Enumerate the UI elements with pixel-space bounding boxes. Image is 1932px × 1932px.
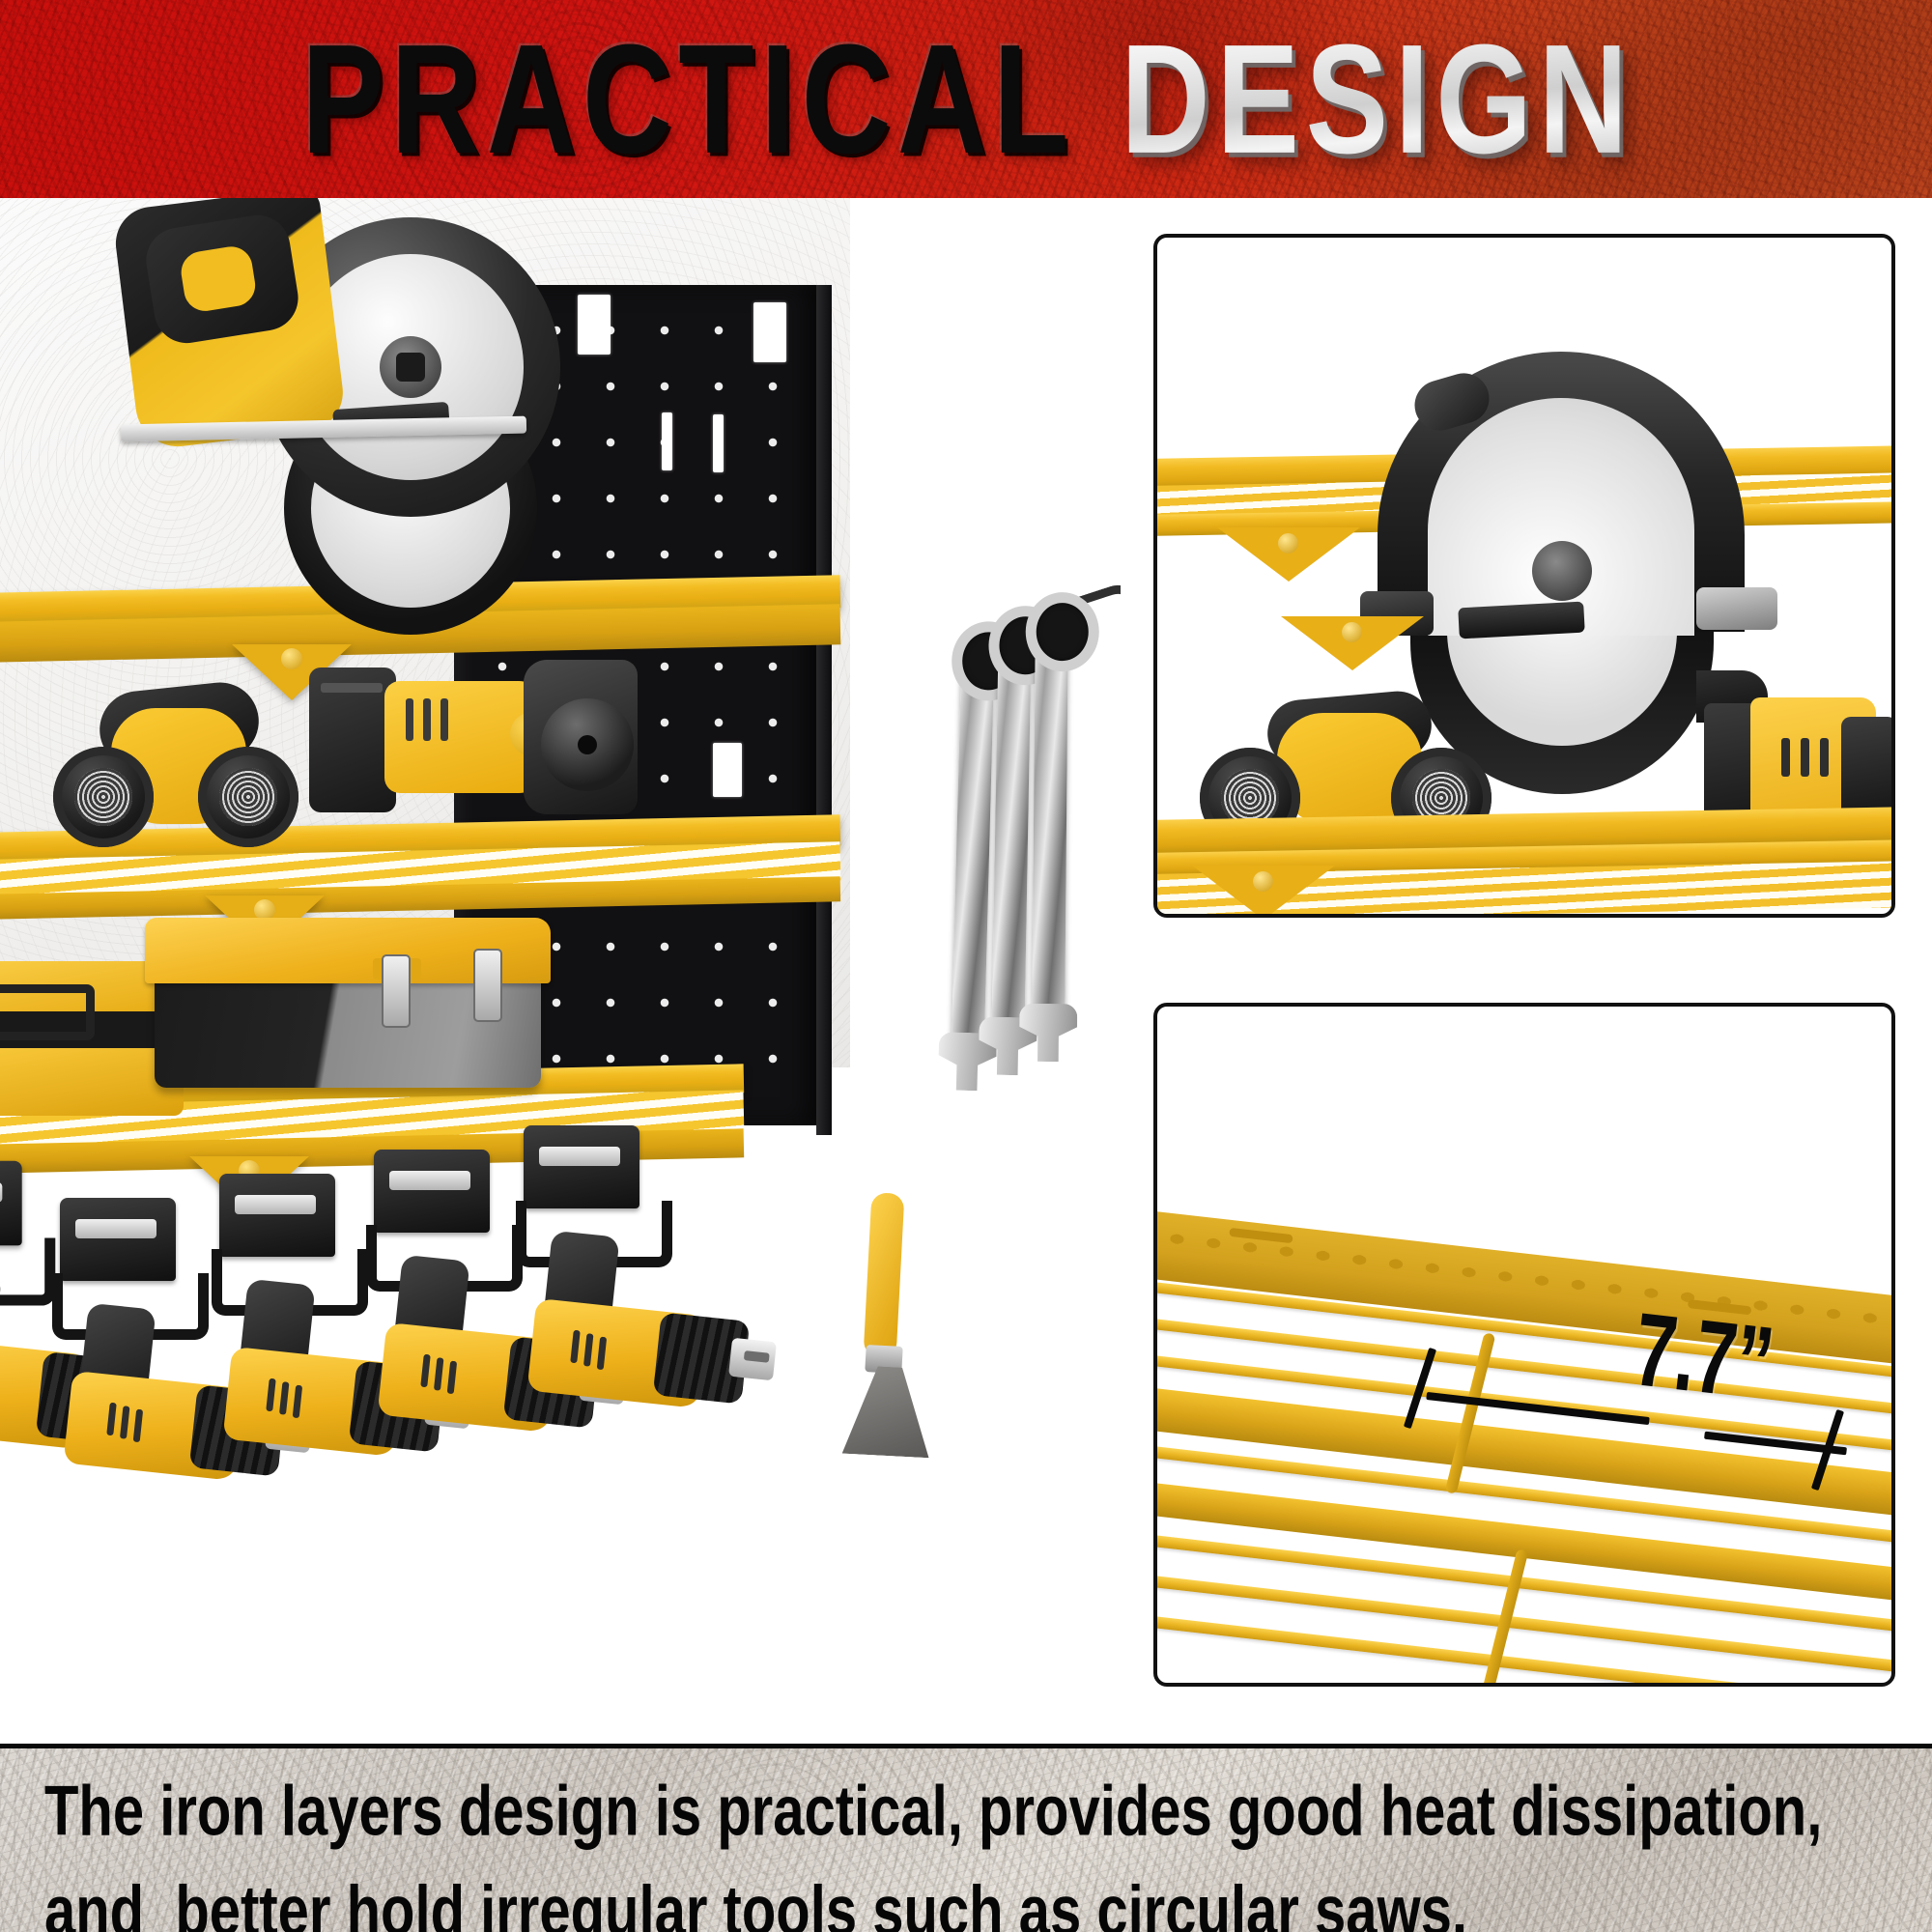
toolbox-latch-right xyxy=(473,949,502,1022)
case-handle xyxy=(0,984,95,1040)
circular-saw xyxy=(111,198,580,671)
tool-box xyxy=(145,918,551,1092)
cordless-drill xyxy=(0,1160,162,1487)
grinder-vents xyxy=(406,698,413,741)
scraper-blade xyxy=(842,1365,934,1459)
wrench-box-end xyxy=(1025,591,1100,672)
banner-texture-overlay-2 xyxy=(0,0,1932,198)
mask-filter-left xyxy=(53,747,154,847)
caption-texture-overlay-2 xyxy=(0,1748,1932,1932)
saw-handle xyxy=(141,211,303,348)
cordless-drill xyxy=(48,1198,313,1517)
caption-texture-overlay xyxy=(0,1748,1932,1932)
title-word-practical: PRACTICAL xyxy=(301,12,1076,185)
pegboard-right-edge xyxy=(816,285,832,1135)
scraper-handle xyxy=(863,1192,905,1358)
drill-battery xyxy=(374,1150,490,1233)
respirator-mask xyxy=(53,678,304,865)
tool-head xyxy=(1841,717,1891,823)
cordless-drill xyxy=(208,1174,472,1492)
pegboard-slot-2 xyxy=(578,295,611,355)
title-word-design: DESIGN xyxy=(1120,12,1634,185)
toolbox-latch-left xyxy=(382,954,411,1028)
panel-bottom-stage: 7.7” xyxy=(1157,1007,1891,1683)
caption-line-2: and better hold irregular tools such as … xyxy=(44,1871,1467,1932)
panel-circular-saw xyxy=(1360,352,1777,794)
grinder-disc xyxy=(541,698,634,791)
dimension-label: 7.7” xyxy=(1628,1291,1779,1422)
saw-arbor-nut xyxy=(1532,541,1592,601)
panel-top-bracket-mid xyxy=(1281,616,1424,670)
banner-title: PRACTICAL DESIGN xyxy=(0,0,1932,198)
pegboard-slot-5 xyxy=(713,414,724,472)
banner-texture-overlay xyxy=(0,0,1932,198)
drill-bit-tip xyxy=(728,1337,777,1381)
pegboard-slot-3 xyxy=(753,302,786,362)
angle-grinder xyxy=(309,642,657,836)
header-banner: PRACTICAL DESIGN xyxy=(0,0,1932,198)
saw-arbor-nut xyxy=(380,336,441,398)
saw-depth-lever xyxy=(1458,601,1585,639)
caption-band: The iron layers design is practical, pro… xyxy=(0,1744,1932,1932)
drill-battery xyxy=(524,1125,639,1208)
panel-top-bracket-upper xyxy=(1217,527,1360,582)
drill-battery xyxy=(0,1160,22,1246)
combination-wrench-set xyxy=(956,579,1121,1145)
caption-line-1: The iron layers design is practical, pro… xyxy=(44,1772,1823,1851)
grinder-battery xyxy=(309,668,396,812)
combination-wrench xyxy=(991,605,1064,1047)
cordless-drill xyxy=(512,1125,777,1444)
shelf-back-rail xyxy=(1157,1208,1891,1372)
inset-panel-saw-detail xyxy=(1153,234,1895,918)
pegboard-slot-4 xyxy=(662,412,672,470)
pegboard-slot-8 xyxy=(713,743,742,797)
drill-hanger-hook xyxy=(0,1237,56,1306)
paint-scraper xyxy=(850,1192,918,1454)
mask-filter-right xyxy=(198,747,298,847)
panel-top-bracket-lower xyxy=(1192,866,1335,914)
combination-wrench xyxy=(951,620,1027,1063)
drill-battery xyxy=(219,1174,335,1257)
saw-clamp-right xyxy=(1696,587,1777,630)
case-base xyxy=(0,1048,184,1116)
tool-vents xyxy=(1781,738,1790,777)
main-product-photo xyxy=(0,198,1121,1744)
drill-battery xyxy=(60,1198,176,1281)
inset-panel-shelf-dimension: 7.7” xyxy=(1153,1003,1895,1687)
combination-wrench xyxy=(1032,591,1100,1033)
caption-text: The iron layers design is practical, pro… xyxy=(44,1762,1889,1932)
